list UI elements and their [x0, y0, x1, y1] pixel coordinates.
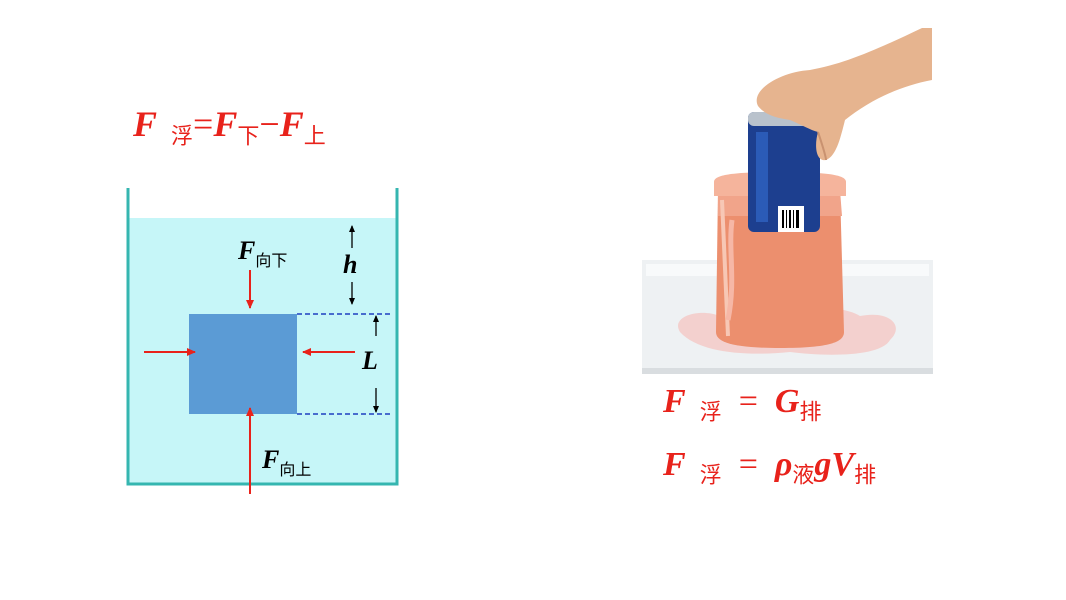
formula-g: g	[814, 446, 832, 483]
formula-sub-displaced: 排	[799, 400, 822, 426]
formula-F: F	[279, 104, 304, 144]
formula-F: F	[663, 446, 686, 483]
formula-V: V	[831, 446, 855, 483]
formula-sub-float: 浮	[171, 124, 194, 150]
formula-F: F	[133, 104, 158, 144]
label-F-up: F向上	[261, 445, 311, 479]
formula-rho: ρ	[774, 446, 793, 483]
formula-equals: =	[738, 446, 758, 483]
hand-pressing-can-into-overflow-beaker-icon	[642, 28, 933, 374]
container	[126, 188, 399, 486]
label-F-down: F向下	[237, 236, 287, 270]
formula-G: G	[774, 383, 800, 420]
formula-sub-liquid: 液	[792, 463, 815, 489]
formula-F: F	[663, 383, 686, 420]
formula-minus: −	[259, 104, 280, 144]
formula-equals: =	[193, 104, 214, 144]
formula-F: F	[213, 104, 238, 144]
label-h: h	[343, 250, 357, 279]
formula-sub-down: 下	[237, 124, 260, 150]
formula-sub-up: 上	[303, 124, 326, 150]
label-L: L	[361, 346, 378, 375]
submerged-block	[189, 314, 297, 414]
formula-sub-float: 浮	[699, 463, 722, 489]
formula-sub-displaced: 排	[854, 463, 877, 489]
formula-sub-float: 浮	[699, 400, 722, 426]
formula-equals: =	[738, 383, 758, 420]
